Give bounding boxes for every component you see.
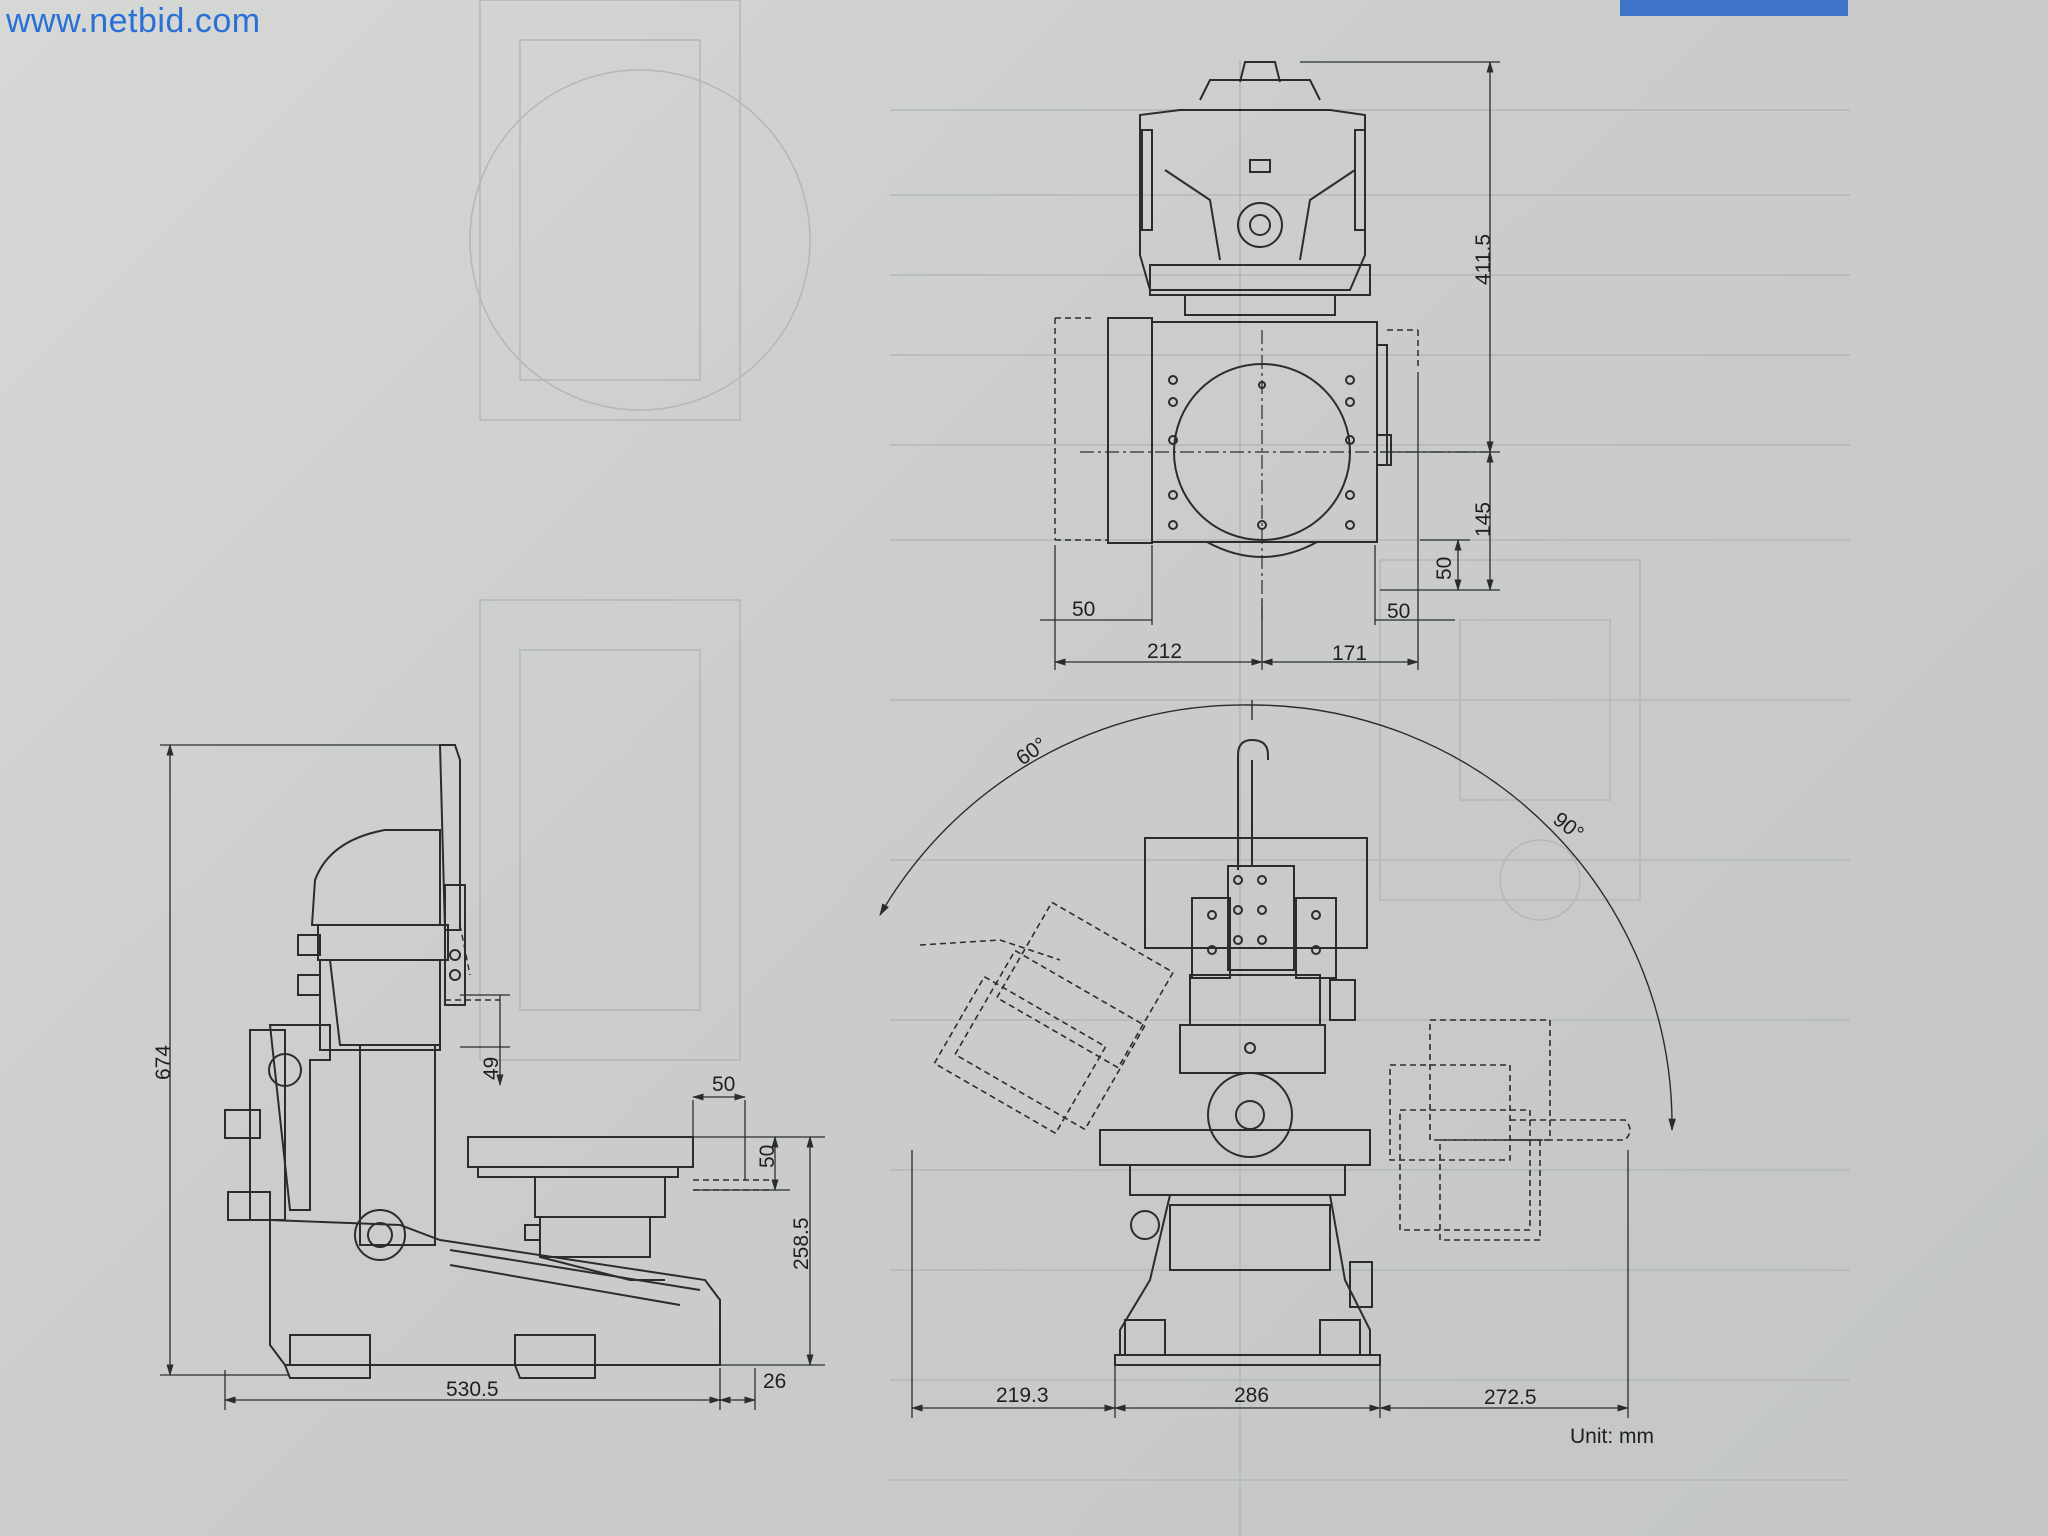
unit-label: Unit: mm: [1570, 1425, 1654, 1448]
top-view-centerlines: [1080, 330, 1490, 620]
top-view-dim-height-total: 411.5: [1472, 234, 1495, 285]
side-view-dim-base-length: 530.5: [446, 1378, 499, 1401]
side-view-drawing: [224, 744, 721, 1379]
top-view-drawing: [1107, 61, 1392, 558]
top-view-dim-width-left: 212: [1147, 640, 1183, 663]
header-color-bar: [1620, 0, 1848, 16]
top-view-dashed-outline: [1054, 317, 1419, 541]
front-view-dimension-lines: [910, 1150, 1630, 1418]
front-view-tilted-head-left: [919, 901, 1175, 1135]
top-view-dim-offset-right-small: 50: [1433, 556, 1456, 580]
top-view-dim-width-right: 171: [1332, 642, 1368, 665]
front-view-dim-left-reach: 219.3: [996, 1384, 1049, 1407]
top-view-dimension-lines: [1040, 60, 1500, 670]
side-view-dim-stage-thickness: 50: [756, 1144, 779, 1168]
front-view-arc: [879, 700, 1676, 1132]
top-view-dim-height-lower: 145: [1472, 501, 1495, 537]
side-view-dim-stage-gap: 49: [480, 1056, 503, 1080]
side-view-dimension-lines: [160, 743, 825, 1410]
top-view-dim-offset-left: 50: [1072, 598, 1096, 621]
background-table: [469, 0, 1850, 1536]
front-view-dim-base-width: 286: [1234, 1384, 1270, 1407]
front-view-dim-right-reach: 272.5: [1484, 1386, 1537, 1409]
side-view-dim-height-total: 674: [152, 1044, 175, 1080]
side-view-dim-stage-top-width: 50: [712, 1073, 736, 1096]
top-view-dim-offset-right: 50: [1387, 600, 1411, 623]
watermark-link[interactable]: www.netbid.com: [6, 2, 261, 40]
side-view-dim-stage-height: 258.5: [790, 1217, 813, 1270]
side-view-dim-front-overhang: 26: [763, 1370, 787, 1393]
front-view-tilted-head-right: [1389, 1019, 1631, 1241]
